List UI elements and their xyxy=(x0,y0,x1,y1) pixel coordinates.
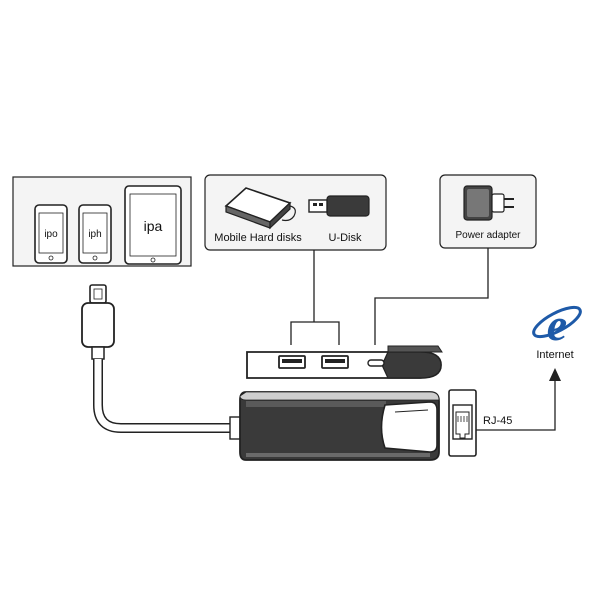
iphone-label: iph xyxy=(88,229,101,240)
hard-disk-label: Mobile Hard disks xyxy=(214,232,302,244)
internet-explorer-icon: e xyxy=(532,299,582,350)
internet-label: Internet xyxy=(536,349,573,361)
storage-devices-panel: Mobile Hard disks U-Disk xyxy=(204,174,387,251)
hub-port-side xyxy=(246,345,443,379)
hub-body xyxy=(239,391,440,461)
rj45-port-icon xyxy=(448,389,477,457)
svg-text:e: e xyxy=(547,299,567,350)
usb-port-1-tongue xyxy=(282,359,302,363)
udisk-label: U-Disk xyxy=(329,232,362,244)
power-adapter-icon xyxy=(463,185,514,221)
ipad-icon: ipa xyxy=(124,185,182,265)
usb-c-port xyxy=(367,359,385,367)
connection-lines xyxy=(290,248,561,431)
iphone-icon: iph xyxy=(78,204,112,264)
lightning-cable xyxy=(81,284,245,440)
ipad-label: ipa xyxy=(144,218,163,234)
hard-disk-icon xyxy=(224,187,296,230)
ipod-label: ipo xyxy=(44,229,58,240)
ipod-icon: ipo xyxy=(34,204,68,264)
usb-flash-drive-icon xyxy=(308,195,370,217)
power-adapter-panel: Power adapter xyxy=(439,174,537,249)
apple-devices-panel: ipo iph ipa xyxy=(12,176,192,267)
power-adapter-label: Power adapter xyxy=(455,230,521,241)
usb-port-2-tongue xyxy=(325,359,345,363)
rj45-label: RJ-45 xyxy=(483,415,512,427)
